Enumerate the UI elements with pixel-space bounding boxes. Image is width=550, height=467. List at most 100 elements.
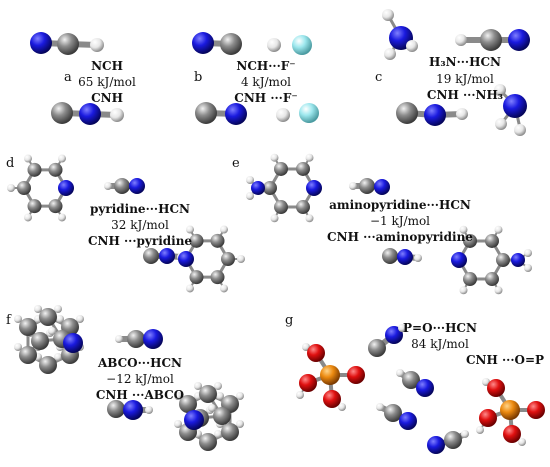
complex-label-nch-fluoride: NCH···F⁻ <box>236 59 296 73</box>
panel-label-e: e <box>232 156 240 171</box>
oxygen-atom <box>347 366 365 384</box>
binding-energy-d: 32 kJ/mol <box>111 218 169 232</box>
nitrogen-atom <box>123 400 143 420</box>
nitrogen-atom <box>192 32 214 54</box>
complex-label-aminopyridine-hcn: aminopyridine···HCN <box>329 198 471 212</box>
complex-label-nch: NCH <box>91 59 123 73</box>
hydrogen-atom <box>7 184 15 192</box>
carbon-atom <box>199 385 217 403</box>
hydrogen-atom <box>214 382 222 390</box>
hydrogen-atom <box>382 9 394 21</box>
hydrogen-atom <box>524 249 532 257</box>
complex-label-cnh-abco: CNH ···ABCO <box>95 388 185 402</box>
hydrogen-atom <box>220 284 228 293</box>
complex-label-cnh-nh3: CNH ···NH₃ <box>426 88 504 102</box>
nitrogen-atom <box>184 410 204 430</box>
nitrogen-atom <box>306 180 322 196</box>
carbon-atom <box>213 407 231 425</box>
hydrogen-atom <box>54 353 62 361</box>
binding-energy-g: 84 kJ/mol <box>411 337 469 351</box>
carbon-atom <box>57 33 79 55</box>
hydrogen-atom <box>305 153 314 162</box>
hydrogen-atom <box>194 382 202 390</box>
complex-label-cnh-fluoride: CNH ···F⁻ <box>234 91 298 105</box>
hydrogen-atom <box>514 124 526 136</box>
hydrogen-atom <box>414 254 422 262</box>
carbon-atom <box>485 272 499 287</box>
hydrogen-atom <box>398 324 406 332</box>
carbon-atom <box>179 395 197 413</box>
hydrogen-atom <box>56 315 64 323</box>
nitrogen-atom <box>385 326 403 344</box>
carbon-atom <box>396 102 418 124</box>
binding-energy-f: −12 kJ/mol <box>106 372 174 386</box>
hydrogen-atom <box>54 305 62 313</box>
hydrogen-atom <box>145 406 153 414</box>
hydrogen-atom <box>349 182 357 190</box>
nitrogen-atom <box>178 251 194 267</box>
carbon-atom <box>480 29 502 51</box>
hydrogen-atom <box>459 286 468 295</box>
hydrogen-atom <box>518 438 526 446</box>
hydrogen-atom <box>455 34 467 46</box>
hydrogen-atom <box>524 264 532 272</box>
hydrogen-atom <box>58 154 66 163</box>
hydrogen-atom <box>338 403 346 411</box>
panel-label-c: c <box>375 70 383 85</box>
hydrogen-atom <box>494 84 506 96</box>
hydrogen-atom <box>376 403 384 411</box>
nitrogen-atom <box>79 103 101 125</box>
hydrogen-atom <box>305 214 314 223</box>
hydrogen-atom <box>24 154 32 163</box>
carbon-atom <box>143 248 159 264</box>
carbon-atom <box>17 181 31 195</box>
hydrogen-atom <box>76 315 84 323</box>
phosphorus-atom <box>320 365 340 385</box>
nitrogen-atom <box>451 252 467 268</box>
carbon-atom <box>210 270 225 285</box>
carbon-atom <box>210 233 225 248</box>
binding-energy-c: 19 kJ/mol <box>436 72 494 86</box>
panel-label-f: f <box>6 313 11 328</box>
oxygen-atom <box>479 409 497 427</box>
panel-label-a: a <box>64 70 72 85</box>
oxygen-atom <box>299 374 317 392</box>
oxygen-atom <box>323 390 341 408</box>
carbon-atom <box>107 400 125 418</box>
hydrogen-atom <box>270 214 279 223</box>
hydrogen-atom <box>58 213 66 222</box>
carbon-atom <box>359 178 375 194</box>
hydrogen-atom <box>34 305 42 313</box>
carbon-atom <box>402 371 420 389</box>
hydrogen-atom <box>246 176 254 184</box>
carbon-atom <box>382 248 398 264</box>
nitrogen-atom <box>129 178 145 194</box>
complex-label-pyridine-hcn: pyridine···HCN <box>90 202 190 216</box>
panel-label-b: b <box>194 70 203 85</box>
carbon-atom <box>127 330 145 348</box>
hydrogen-atom <box>90 38 104 52</box>
nitrogen-atom <box>374 179 390 195</box>
hydrogen-atom <box>115 335 123 343</box>
complex-label-cnh-op: CNH ···O=P <box>465 353 545 367</box>
carbon-atom <box>274 200 288 215</box>
nitrogen-atom <box>416 379 434 397</box>
phosphorus-atom <box>500 400 520 420</box>
carbon-atom <box>463 233 477 248</box>
hydrogen-atom <box>236 392 244 400</box>
carbon-atom <box>220 33 242 55</box>
carbon-atom <box>51 102 73 124</box>
binding-energy-e: −1 kJ/mol <box>369 214 431 228</box>
hydrogen-atom <box>186 225 194 234</box>
carbon-atom <box>444 431 462 449</box>
hydrogen-atom <box>208 404 216 412</box>
carbon-atom <box>496 253 510 267</box>
complex-label-abco-hcn: ABCO···HCN <box>97 356 183 370</box>
nitrogen-atom <box>397 249 413 265</box>
hydrogen-atom <box>267 38 281 52</box>
complex-label-nh3-hcn: H₃N···HCN <box>429 55 501 69</box>
carbon-atom <box>296 161 310 176</box>
hydrogen-atom <box>495 118 507 130</box>
hydrogen-atom <box>216 392 224 400</box>
carbon-atom <box>221 252 235 266</box>
